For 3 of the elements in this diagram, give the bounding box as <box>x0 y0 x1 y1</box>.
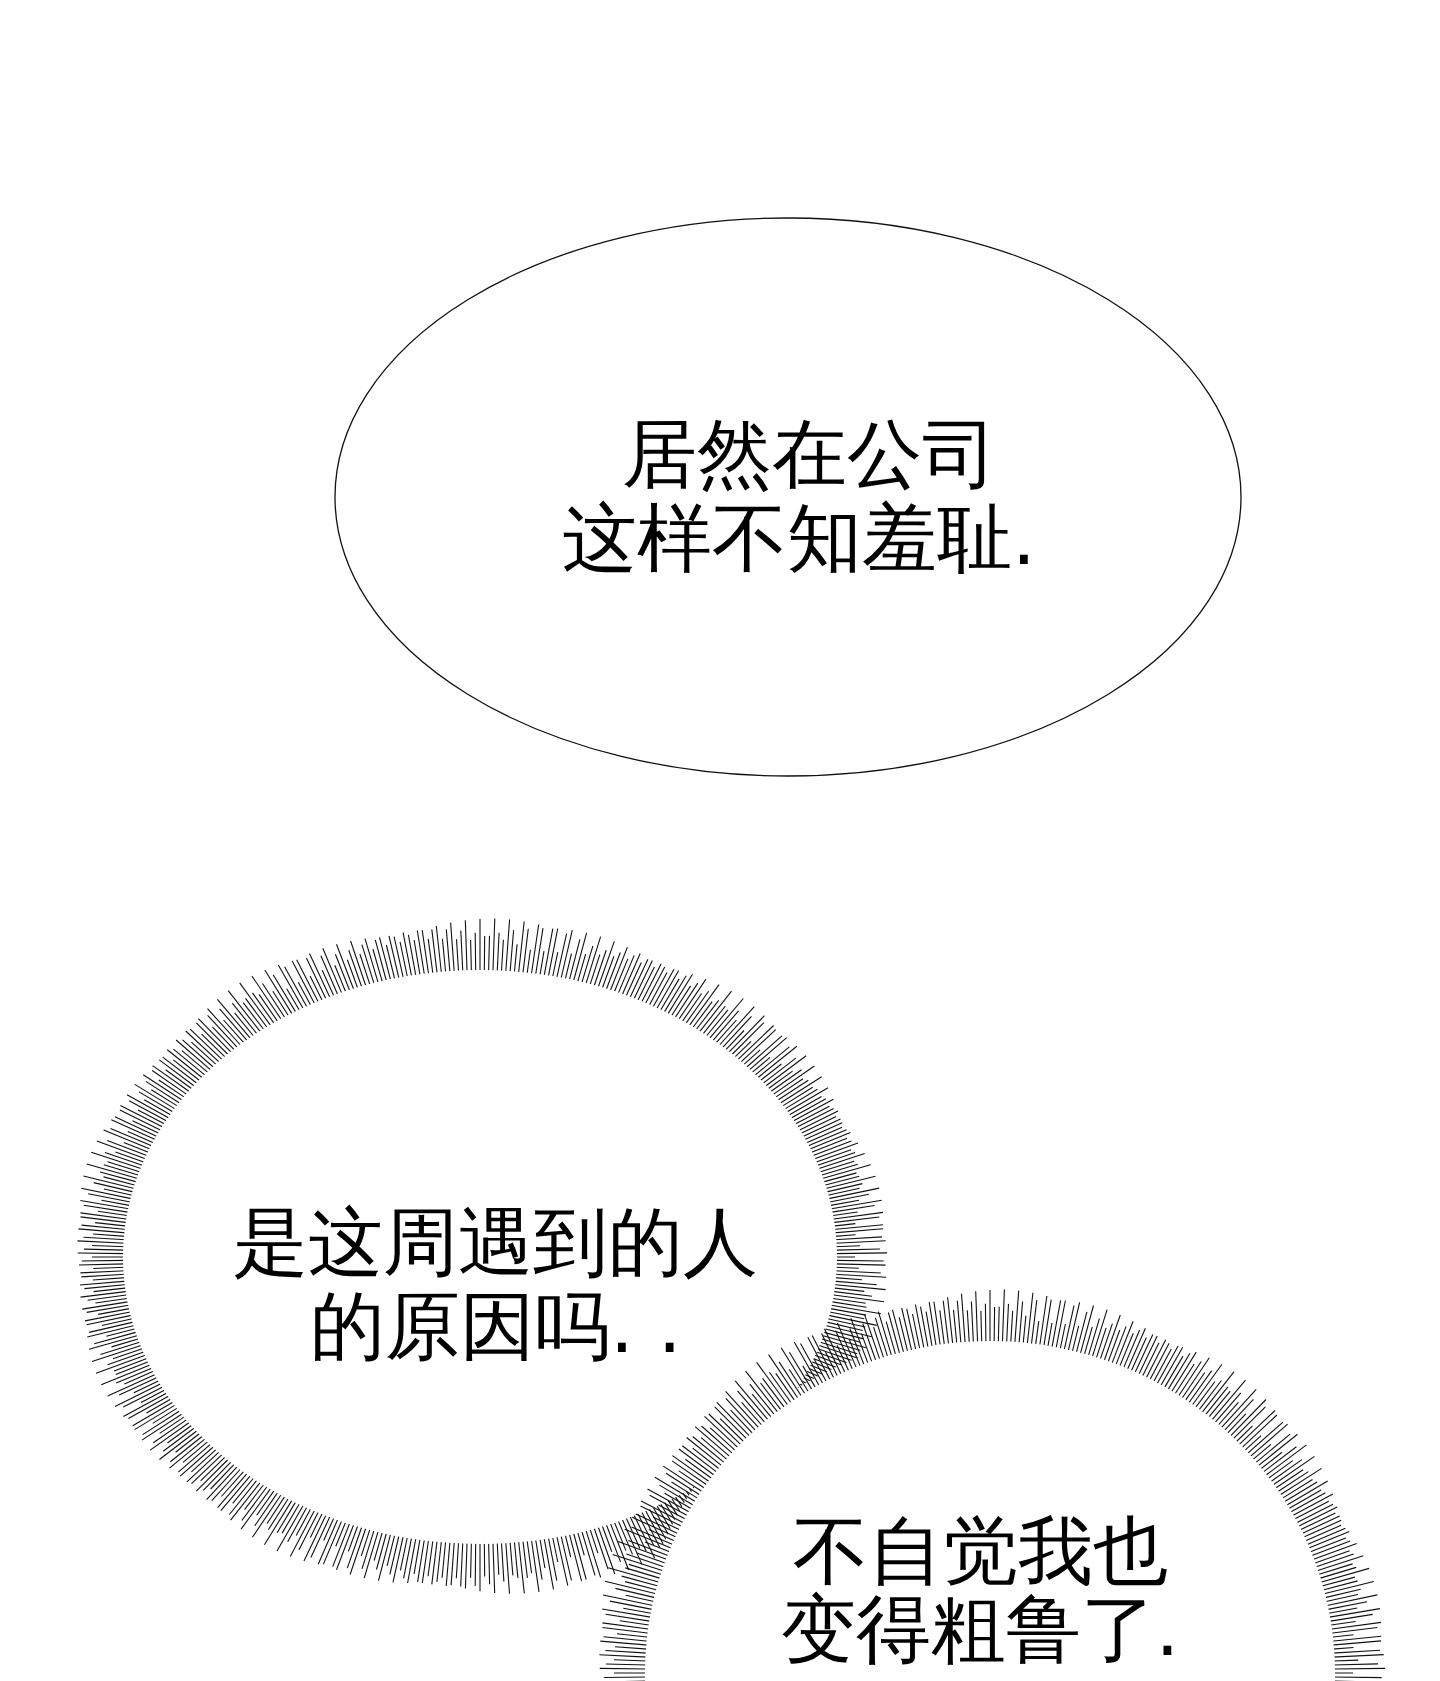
speech-text: 居然在公司这样不知羞耻. <box>562 412 1037 580</box>
speech-text: 是这周遇到的人的原因吗. . <box>232 1200 760 1368</box>
speech-text: 不自觉我也变得粗鲁了. <box>779 1512 1181 1668</box>
